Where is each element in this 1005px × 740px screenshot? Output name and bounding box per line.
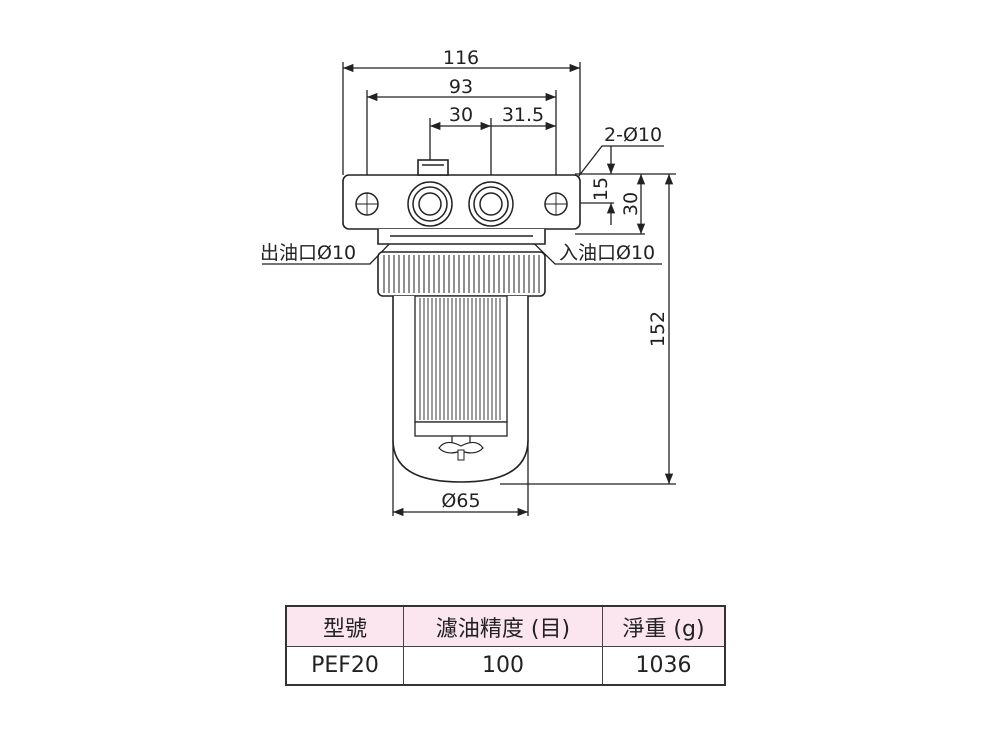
dim-65: Ø65 bbox=[441, 490, 480, 512]
leader-mount-hole bbox=[567, 145, 664, 191]
filter-bowl bbox=[392, 295, 529, 483]
dim-mount-holes: 2-Ø10 bbox=[604, 124, 662, 146]
technical-drawing: 116 93 30 31.5 2-Ø10 15 30 152 Ø65 出油口Ø1… bbox=[260, 47, 676, 517]
dim-15: 15 bbox=[590, 177, 612, 201]
knurled-ring bbox=[377, 251, 546, 297]
outlet-port bbox=[407, 181, 453, 227]
dim-152: 152 bbox=[647, 311, 669, 347]
filter-head bbox=[342, 159, 581, 245]
header-weight: 淨重 (g) bbox=[602, 605, 726, 647]
header-model: 型號 bbox=[285, 605, 404, 647]
inlet-port bbox=[468, 181, 514, 227]
dim-116: 116 bbox=[443, 47, 479, 69]
spec-header-row: 型號 濾油精度 (目) 淨重 (g) bbox=[285, 605, 726, 647]
dim-30: 30 bbox=[449, 104, 473, 126]
cell-model: PEF20 bbox=[285, 646, 404, 686]
header-precision: 濾油精度 (目) bbox=[403, 605, 603, 647]
cell-weight: 1036 bbox=[602, 646, 726, 686]
outlet-label: 出油口Ø10 bbox=[260, 242, 356, 264]
dim-93: 93 bbox=[449, 76, 473, 98]
spec-table: 型號 濾油精度 (目) 淨重 (g) PEF20 100 1036 bbox=[285, 605, 726, 686]
dim-31-5: 31.5 bbox=[502, 104, 544, 126]
inlet-label: 入油口Ø10 bbox=[559, 242, 655, 264]
dim-30-vertical: 30 bbox=[620, 192, 642, 216]
table-row: PEF20 100 1036 bbox=[285, 646, 726, 686]
cell-precision: 100 bbox=[403, 646, 603, 686]
